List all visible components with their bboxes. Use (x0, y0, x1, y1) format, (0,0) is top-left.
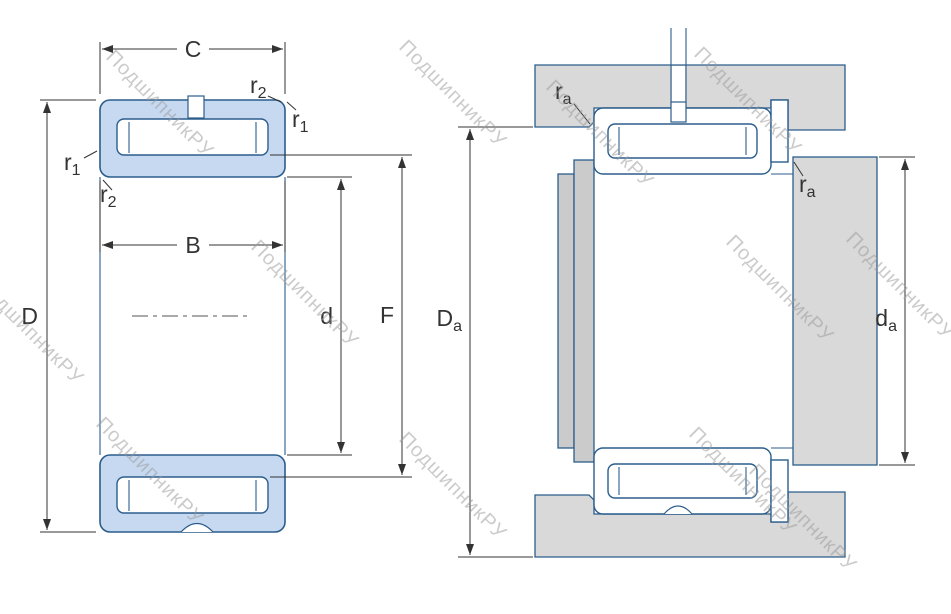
label-B: B (185, 232, 200, 258)
dimension-da: da (875, 156, 915, 466)
shaft-shoulder (573, 159, 595, 463)
watermark: ПодшипникРУ (0, 273, 88, 389)
right-mounted-bearing-section (534, 28, 878, 558)
label-r2-top: r2 (250, 72, 267, 102)
label-ra-shaft: ra (799, 171, 816, 201)
lubrication-dimple-bottom (663, 505, 693, 515)
leader-line (267, 95, 282, 103)
locating-washer-bottom (770, 459, 789, 523)
dimension-d: d (287, 176, 352, 456)
dimension-Da: Da (436, 126, 533, 558)
watermark: ПодшипникРУ (394, 36, 510, 152)
watermark: ПодшипникРУ (246, 236, 362, 352)
label-C: C (185, 36, 202, 62)
label-d: d (320, 303, 333, 329)
needle-rollers-bottom (607, 463, 758, 499)
label-r1-left: r1 (64, 149, 81, 179)
dimension-B: B (99, 181, 286, 258)
label-D: D (21, 303, 38, 329)
leader-line (793, 161, 804, 177)
grease-hole-bore (672, 66, 685, 108)
shaft (792, 156, 878, 466)
label-r1-right: r1 (292, 106, 309, 136)
leader-line (83, 150, 98, 159)
leader-line (102, 179, 113, 191)
label-F: F (380, 302, 394, 328)
needle-rollers-bottom (116, 476, 269, 514)
watermark: ПодшипникРУ (394, 428, 510, 544)
needle-rollers-top (116, 118, 269, 156)
label-ra-housing: ra (555, 78, 572, 108)
shaft-shoulder-step (557, 173, 575, 449)
locating-washer-top (770, 99, 789, 163)
leader-line (286, 101, 297, 111)
label-Da: Da (436, 305, 462, 335)
left-bearing-cross-section (99, 95, 286, 533)
lubrication-groove-top (187, 95, 205, 119)
leader-line (573, 103, 591, 125)
dimension-C: C (99, 36, 286, 94)
label-r2-left: r2 (100, 181, 117, 211)
fillet-labels-right-diagram: ra ra (555, 78, 816, 201)
dimension-D: D (21, 99, 96, 533)
lubrication-hole-top (670, 101, 687, 123)
dimension-F: F (270, 154, 412, 478)
lubrication-dimple-bottom (180, 522, 214, 533)
fillet-labels-left-diagram: r2 r1 r1 r2 (64, 72, 309, 211)
label-da: da (875, 305, 897, 335)
needle-rollers-top (607, 123, 758, 159)
